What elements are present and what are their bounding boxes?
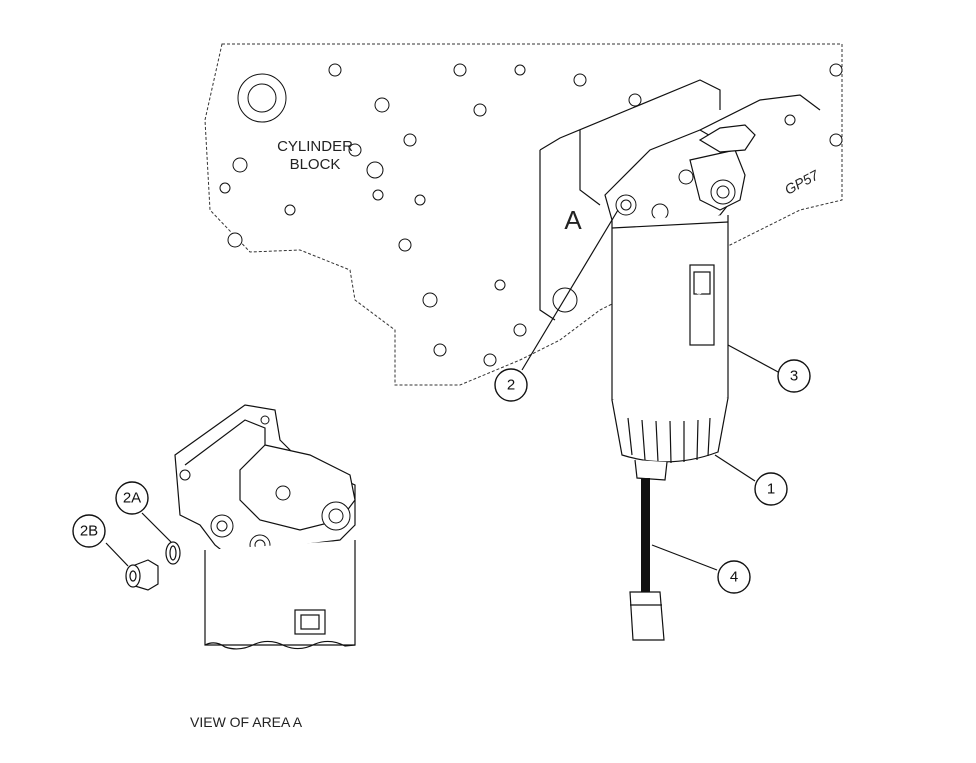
water-separator-bowl xyxy=(611,397,729,481)
view-caption: VIEW OF AREA A xyxy=(190,714,303,730)
cylinder-block xyxy=(204,43,843,386)
callout-2: 2 xyxy=(494,368,528,402)
callout-1-text: 1 xyxy=(767,481,775,498)
o-ring xyxy=(165,541,181,565)
cylinder-block-label-line1: CYLINDER xyxy=(277,138,353,155)
callout-1: 1 xyxy=(754,472,788,506)
detail-filter-head xyxy=(174,404,356,566)
drawing-code-label: GP57 xyxy=(782,166,822,198)
leader-lines xyxy=(105,209,781,571)
filter-head xyxy=(604,124,756,233)
callout-3-text: 3 xyxy=(790,368,798,385)
cylinder-block-label-line2: BLOCK xyxy=(290,156,341,173)
callout-2b: 2B xyxy=(72,514,106,548)
cat-logo-main: CAT xyxy=(695,279,704,295)
callout-2a: 2A xyxy=(115,481,149,515)
detail-filter-canister: CAT xyxy=(204,540,356,650)
callout-3: 3 xyxy=(777,359,811,393)
callout-2b-text: 2B xyxy=(80,523,98,540)
callout-4-text: 4 xyxy=(730,569,738,586)
callout-2-text: 2 xyxy=(507,377,515,394)
callout-4: 4 xyxy=(717,560,751,594)
area-a-marker: A xyxy=(564,205,582,235)
sensor-wire xyxy=(629,478,665,641)
plug xyxy=(125,559,159,591)
callout-2a-text: 2A xyxy=(123,490,141,507)
cat-logo-detail: CAT xyxy=(302,618,318,627)
filter-canister: CAT xyxy=(611,215,729,411)
